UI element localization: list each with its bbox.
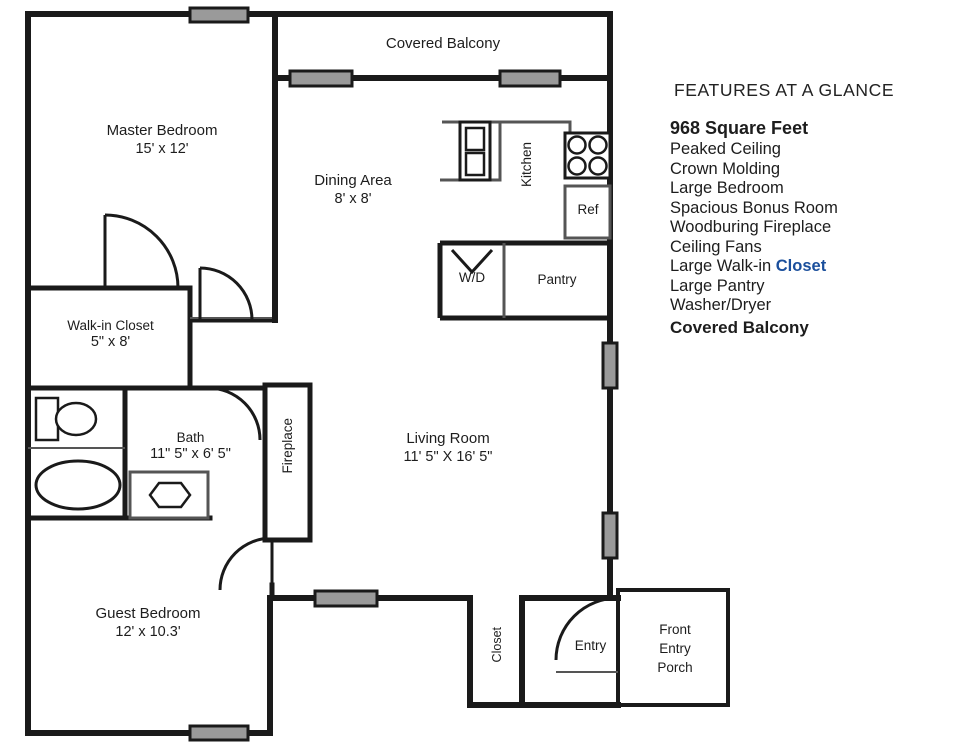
windows (188, 6, 619, 742)
burner-bottom-left (567, 156, 587, 176)
feature-item-text: Ceiling Fans (670, 237, 762, 256)
fireplace-box (262, 382, 313, 543)
feature-item-8: Large Pantry (670, 277, 950, 297)
feature-item-text: Covered Balcony (670, 317, 809, 337)
bath-fixtures (34, 396, 210, 520)
sink-basin-top (464, 126, 486, 152)
window-master-top (188, 6, 250, 24)
feature-item-text: Large Bedroom (670, 179, 784, 197)
feature-item-text: Spacious Bonus Room (670, 198, 838, 217)
feature-item-text: Crown Molding (670, 159, 781, 178)
door-bath (207, 386, 262, 441)
sink-basin-bottom (464, 151, 486, 177)
front-entry-porch-outline (616, 588, 730, 707)
doors (103, 213, 620, 673)
feature-item-text: Large Walk-in (670, 257, 776, 275)
door-master-bedroom (103, 213, 180, 289)
toilet-bowl (54, 401, 98, 437)
feature-item-2: Crown Molding (670, 160, 950, 180)
vanity-basin (148, 481, 192, 509)
window-living-right-upper (601, 341, 619, 390)
feature-item-text: Woodburing Fireplace (670, 218, 832, 236)
burner-bottom-right (588, 156, 608, 176)
feature-item-9: Washer/Dryer (670, 296, 950, 316)
kitchen-counter-upper (500, 120, 572, 178)
window-balcony-slider-left (288, 69, 354, 88)
door-guest-bedroom (218, 536, 274, 591)
feature-item-text: Large Pantry (670, 276, 765, 295)
exterior-walls (25, 11, 621, 736)
burner-top-left (567, 135, 587, 155)
refrigerator-box (563, 184, 612, 240)
feature-item-6: Ceiling Fans (670, 238, 950, 258)
wd-bifold-door (450, 248, 494, 275)
feature-item-3: Large Bedroom (670, 179, 950, 199)
door-entry (554, 596, 620, 673)
feature-item-7: Large Walk-in Closet (670, 257, 950, 277)
features-heading: FEATURES AT A GLANCE (674, 80, 895, 100)
feature-item-text: Peaked Ceiling (670, 140, 781, 158)
feature-item-5: Woodburing Fireplace (670, 218, 950, 238)
utility-row (437, 240, 610, 321)
feature-item-accent: Closet (775, 257, 827, 275)
toilet-tank (34, 396, 60, 442)
feature-item-10: Covered Balcony (670, 316, 950, 339)
burner-top-right (588, 135, 608, 155)
feature-item-1: Peaked Ceiling (670, 140, 950, 160)
window-guest-bottom (188, 724, 250, 742)
door-hall-master (198, 266, 254, 321)
bathtub (34, 459, 122, 511)
feature-item-0: 968 Square Feet (670, 117, 950, 140)
kitchen-fixtures (440, 120, 612, 240)
feature-item-text: Washer/Dryer (670, 296, 772, 314)
window-guest-top (313, 589, 379, 608)
window-living-right-lower (601, 511, 619, 560)
feature-item-4: Spacious Bonus Room (670, 199, 950, 219)
feature-item-text: 968 Square Feet (670, 118, 809, 138)
window-balcony-slider-right (498, 69, 562, 88)
interior-thin-lines (28, 317, 272, 449)
